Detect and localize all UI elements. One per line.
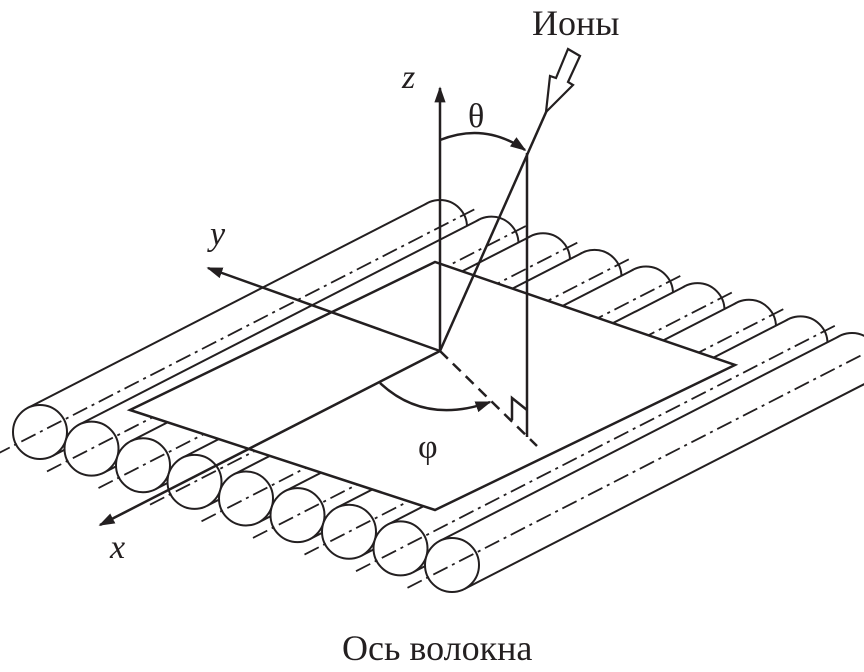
ion-beam-line — [438, 109, 549, 352]
x-axis-label: x — [109, 529, 125, 566]
phi-arc — [379, 382, 492, 413]
y-axis — [206, 266, 441, 353]
fiber-axis-label: Ось волокна — [342, 628, 532, 668]
fiber-front-end — [12, 404, 68, 460]
fiber-edge — [27, 202, 429, 409]
fiber-axis-line — [407, 352, 864, 589]
theta-label: θ — [468, 98, 484, 135]
fiber-edge — [439, 335, 841, 542]
y-axis-label: y — [207, 216, 226, 253]
projection-dashed — [439, 350, 538, 447]
fiber — [407, 332, 864, 593]
ions-label: Ионы — [532, 3, 619, 43]
ion-arrow-icon — [544, 47, 582, 115]
fiber-edge — [463, 383, 864, 590]
phi-label: φ — [418, 429, 438, 466]
right-angle-mark — [510, 395, 528, 420]
sample-plane — [126, 260, 739, 512]
fiber-axis-line — [0, 207, 477, 454]
fiber-edge — [78, 218, 480, 426]
z-axis-label: z — [401, 59, 415, 96]
x-axis — [98, 349, 441, 527]
theta-arc — [439, 131, 527, 152]
fiber-axis-line — [355, 324, 837, 572]
